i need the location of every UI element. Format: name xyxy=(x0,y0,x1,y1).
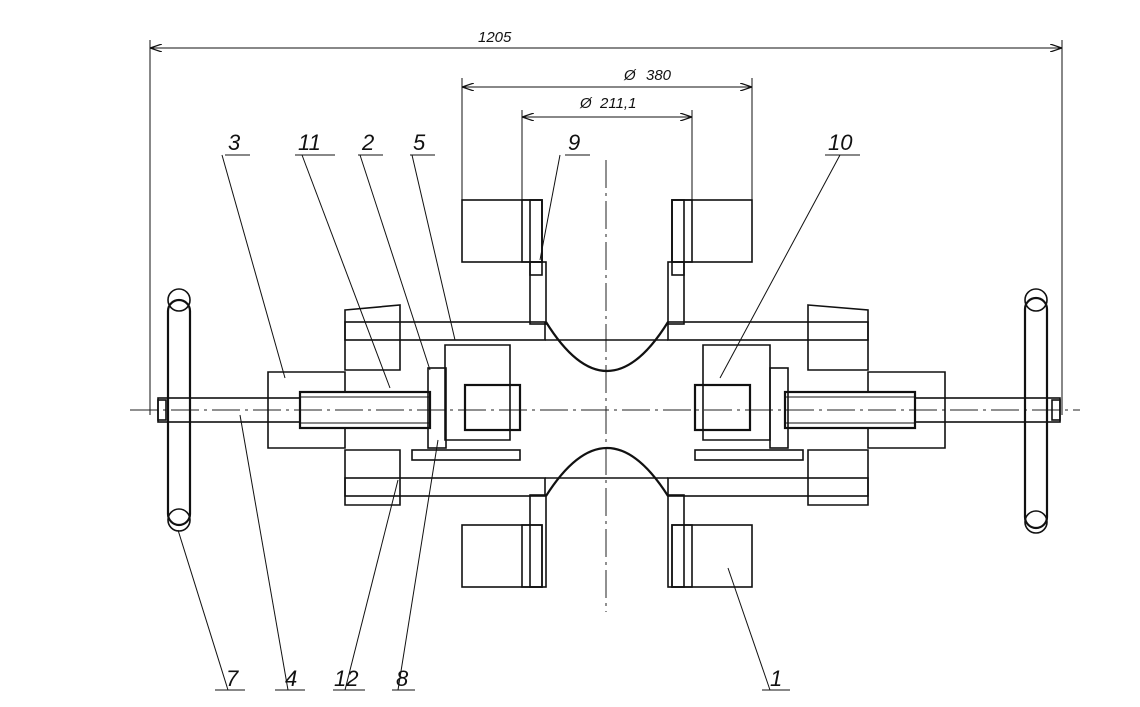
part-label-8: 8 xyxy=(396,666,409,691)
outer-diameter-dimension: Ø 380 xyxy=(461,67,753,200)
part-label-5: 5 xyxy=(413,130,426,155)
part-label-2: 2 xyxy=(361,130,374,155)
outer-diameter-value: 380 xyxy=(646,67,672,84)
left-bonnet xyxy=(267,304,432,506)
diameter-symbol-bore: Ø xyxy=(579,95,593,112)
leader-lines xyxy=(177,154,860,691)
right-bonnet xyxy=(783,304,946,506)
diameter-symbol-outer: Ø xyxy=(623,67,637,84)
part-label-4: 4 xyxy=(285,666,297,691)
bore-diameter-value: 211,1 xyxy=(599,95,636,112)
top-flange xyxy=(461,199,753,276)
vertical-pipe xyxy=(529,261,685,588)
bore-diameter-dimension: Ø 211,1 xyxy=(521,95,693,205)
part-label-9: 9 xyxy=(568,130,580,155)
bottom-flange xyxy=(461,524,753,588)
part-label-3: 3 xyxy=(228,130,241,155)
right-gate xyxy=(693,344,804,461)
part-label-11: 11 xyxy=(298,130,321,155)
part-label-1: 1 xyxy=(770,666,782,691)
right-handwheel xyxy=(1023,288,1061,534)
left-handwheel xyxy=(157,288,192,532)
overall-width-value: 1205 xyxy=(478,29,512,46)
part-label-10: 10 xyxy=(828,130,853,155)
overall-width-dimension: 1205 xyxy=(149,29,1063,415)
part-label-7: 7 xyxy=(226,666,239,691)
part-label-12: 12 xyxy=(334,666,358,691)
left-gate xyxy=(411,344,522,461)
